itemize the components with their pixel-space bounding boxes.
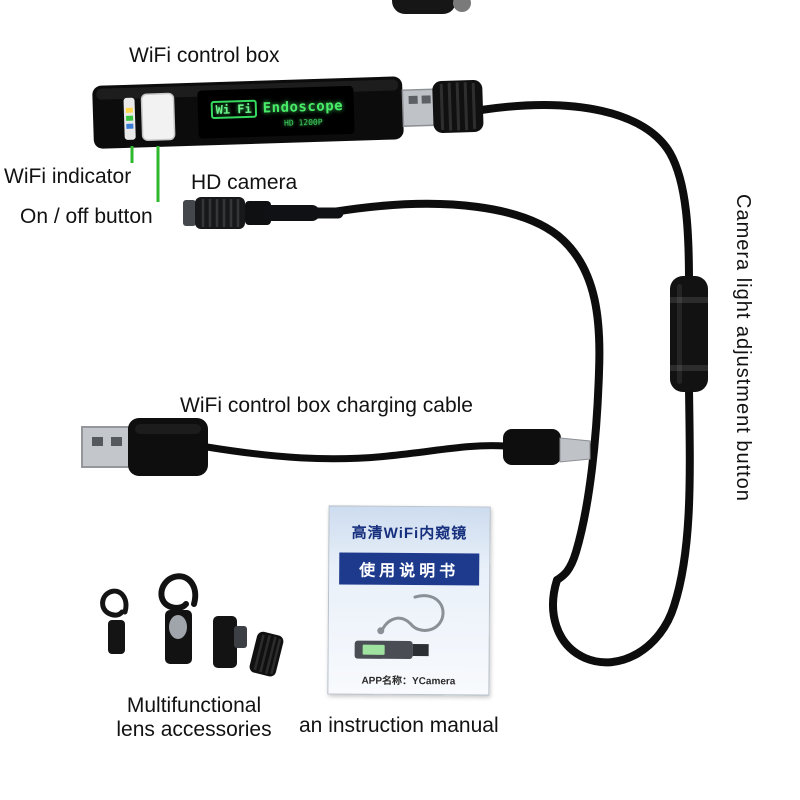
- endoscope-cable-upper: [477, 101, 693, 286]
- hook-mirror-attachment: [158, 573, 199, 664]
- magnet-attachment: [213, 616, 247, 668]
- power-button: [140, 92, 176, 141]
- lens-cap: [249, 631, 284, 677]
- booklet-title: 高清WiFi内窥镜: [351, 524, 468, 543]
- display-wifi-logo: Wi Fi: [210, 99, 257, 119]
- label-instruction-manual: an instruction manual: [299, 714, 499, 737]
- label-lens-accessories-line1: Multifunctional: [126, 694, 262, 717]
- display-top-row: Wi Fi Endoscope: [210, 96, 344, 119]
- label-charging-cable: WiFi control box charging cable: [180, 394, 473, 417]
- label-hd-camera: HD camera: [191, 171, 298, 194]
- hd-camera-probe: [183, 197, 344, 229]
- instruction-manual-booklet: 高清WiFi内窥镜 使用说明书 APP名称：YCamera: [327, 505, 491, 696]
- endoscope-cable-lower: [549, 384, 694, 667]
- charging-cable-wire: [203, 442, 509, 463]
- device-display: Wi Fi Endoscope HD 1200P: [200, 87, 354, 139]
- label-lens-accessories: Multifunctional lens accessories: [96, 694, 292, 742]
- light-adjustment-button: [670, 276, 708, 392]
- usb-plug: [401, 79, 484, 133]
- booklet-app-name: APP名称：YCamera: [361, 675, 456, 688]
- label-on-off-button: On / off button: [20, 205, 153, 228]
- label-lens-accessories-line2: lens accessories: [116, 718, 272, 741]
- booklet-endoscope-drawing: [354, 594, 445, 660]
- display-model-text: HD 1200P: [283, 117, 323, 128]
- hook-attachment-small: [100, 588, 129, 654]
- lens-accessories: [100, 573, 284, 677]
- display-product-name: Endoscope: [262, 97, 344, 116]
- charging-cable: [81, 418, 591, 476]
- wifi-indicator-light: [123, 97, 136, 140]
- label-wifi-control-box: WiFi control box: [129, 44, 280, 67]
- usb-a-connector: [81, 418, 208, 476]
- micro-usb-connector: [503, 429, 591, 465]
- camera-cable: [329, 199, 604, 584]
- booklet-subtitle-band: 使用说明书: [338, 552, 480, 586]
- cropped-object-top: [392, 0, 471, 14]
- label-camera-light-adjustment: Camera light adjustment button: [732, 194, 754, 502]
- label-wifi-indicator: WiFi indicator: [4, 165, 132, 188]
